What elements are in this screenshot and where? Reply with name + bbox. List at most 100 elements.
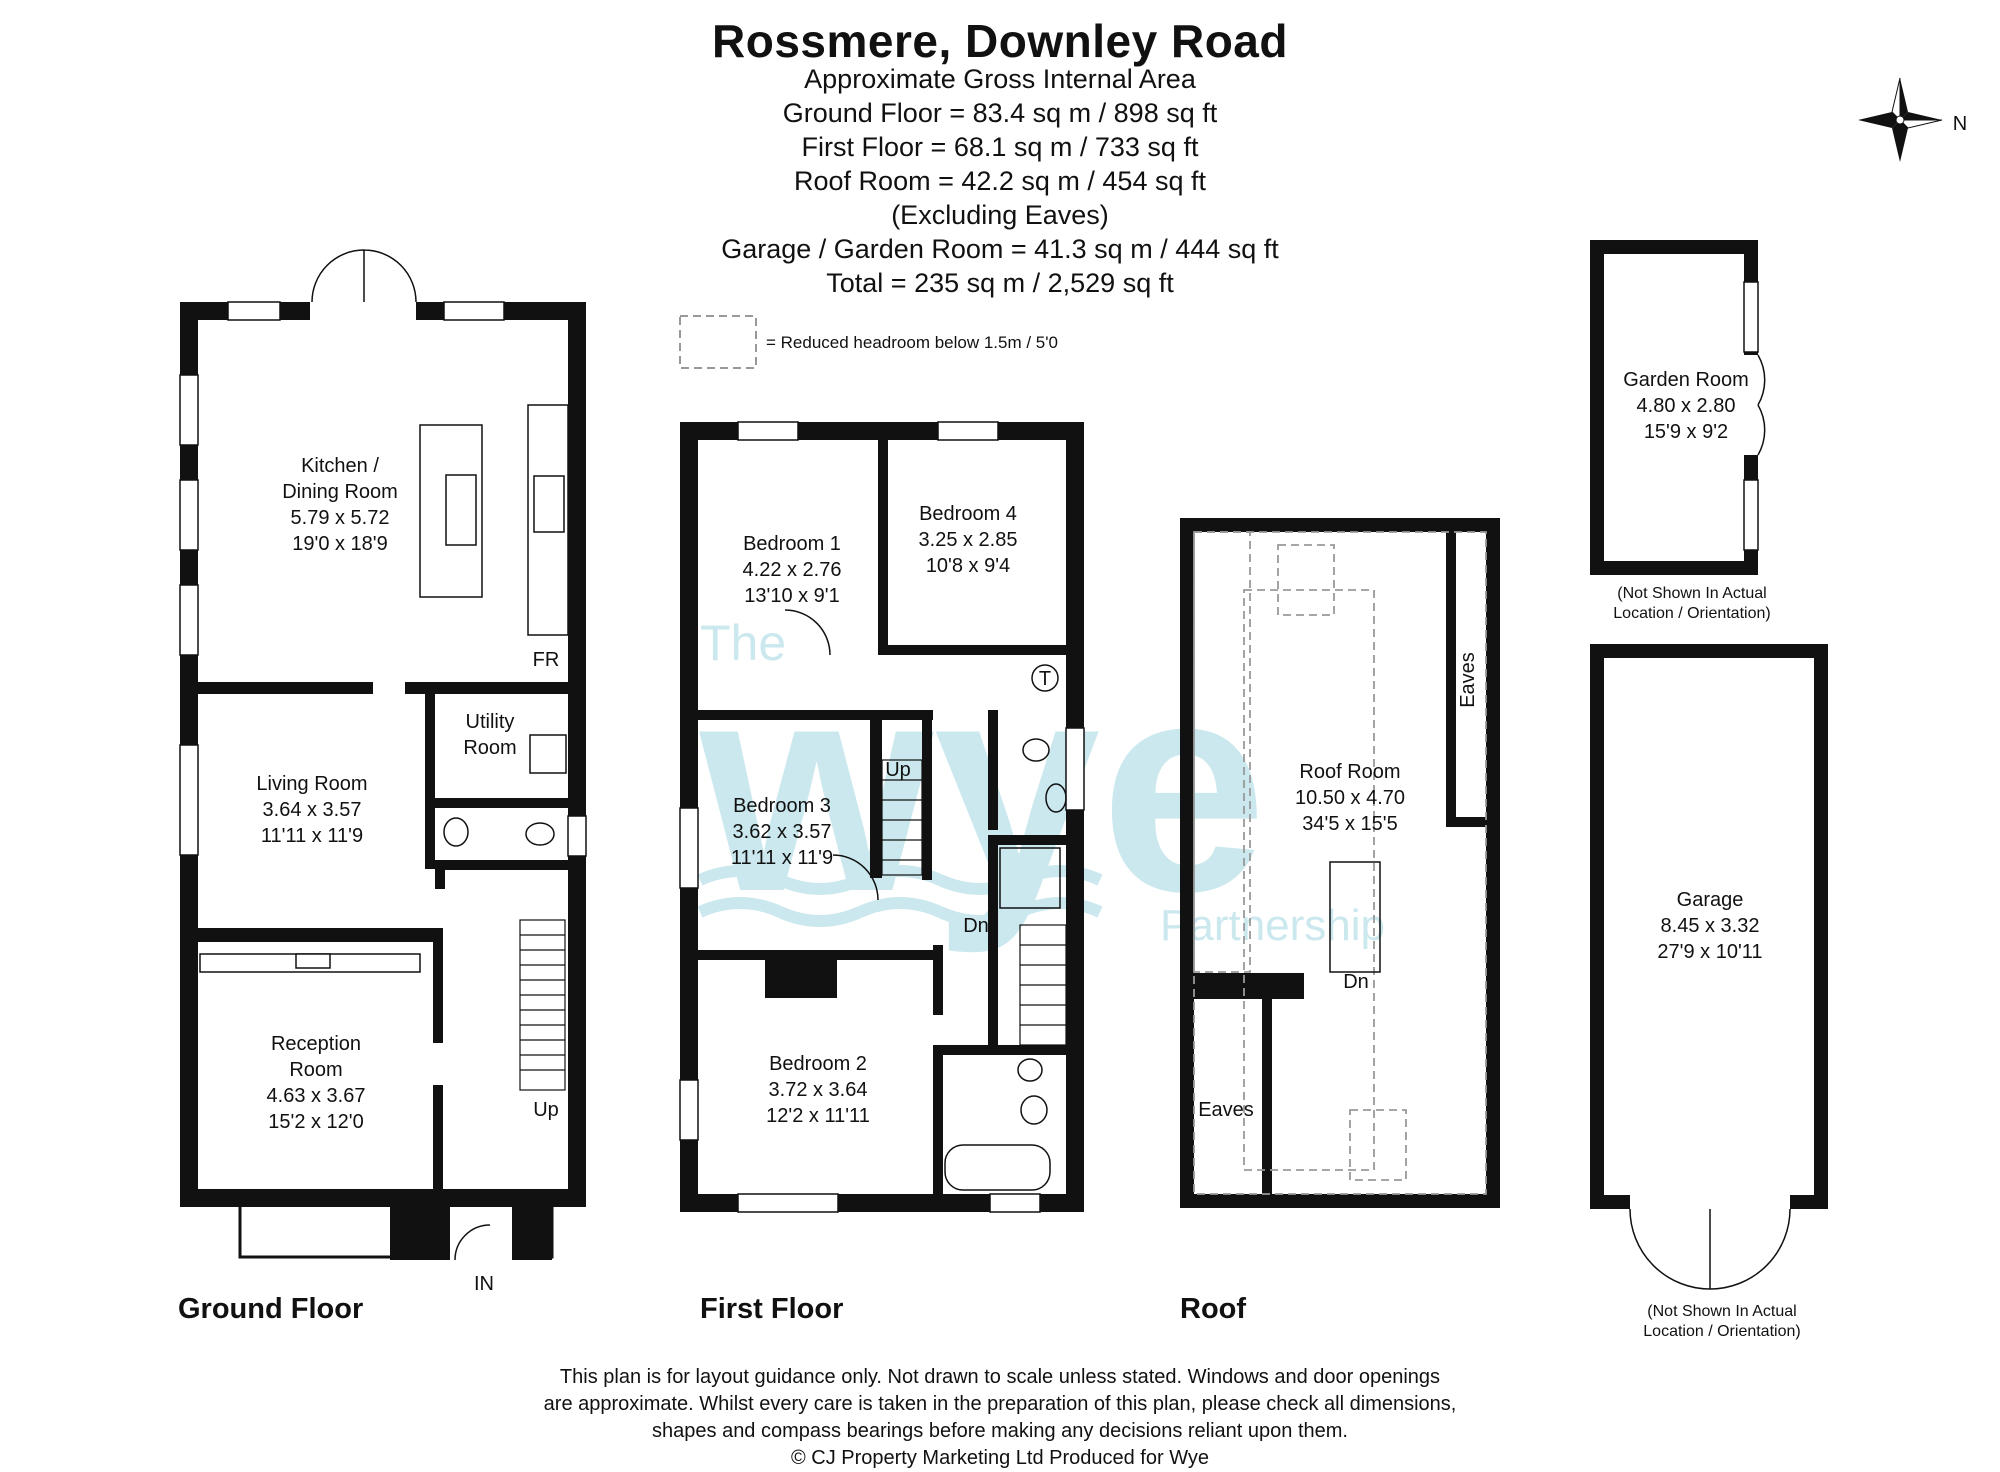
- garage-dimensions-imperial: 27'9 x 10'11: [1657, 941, 1762, 963]
- roof-room-dimensions-metric: 10.50 x 4.70: [1295, 787, 1405, 809]
- window: [989, 1193, 1041, 1213]
- door[interactable]: [832, 854, 879, 901]
- kitchen-island: [419, 424, 483, 598]
- utility-label: Room: [463, 737, 516, 759]
- window: [443, 301, 505, 321]
- window: [1743, 281, 1759, 353]
- roof-staircase: [1329, 861, 1381, 973]
- area-line: (Excluding Eaves): [891, 200, 1109, 230]
- bedroom1-label: Bedroom 1: [743, 533, 841, 555]
- roof-floor-label: Roof: [1180, 1293, 1246, 1325]
- garden-room-note: (Not Shown In Actual: [1617, 585, 1766, 602]
- svg-text:Partnership: Partnership: [1160, 901, 1385, 950]
- compass-north-label: N: [1953, 113, 1967, 135]
- toilet-icon: [1022, 738, 1050, 762]
- window: [1065, 727, 1085, 811]
- kitchen-label: Kitchen /: [301, 455, 379, 477]
- bath-icon: [944, 1144, 1051, 1191]
- bedroom3-label: Bedroom 3: [733, 795, 831, 817]
- entrance-label: IN: [474, 1273, 494, 1295]
- first-floor-label: First Floor: [700, 1293, 843, 1325]
- window: [679, 807, 699, 889]
- garage-plan: [1590, 644, 1828, 1209]
- plan-title: Rossmere, Downley Road: [712, 15, 1288, 67]
- basin-icon: [1045, 783, 1067, 813]
- disclaimer-line: shapes and compass bearings before makin…: [652, 1420, 1348, 1442]
- toilet-icon: [525, 822, 555, 846]
- fireplace-hearth: [295, 953, 331, 969]
- door-opening: [1742, 355, 1762, 455]
- garage-doors[interactable]: [1629, 1208, 1791, 1290]
- bedroom1-dimensions-imperial: 13'10 x 9'1: [744, 585, 840, 607]
- garage-note: Location / Orientation): [1643, 1323, 1800, 1340]
- shower-icon: [999, 847, 1061, 909]
- bedroom2-dimensions-metric: 3.72 x 3.64: [769, 1079, 868, 1101]
- utility-sink-icon: [529, 734, 567, 774]
- garden-room-dimensions-metric: 4.80 x 2.80: [1637, 395, 1736, 417]
- basin-icon: [443, 817, 469, 847]
- front-door[interactable]: [454, 1224, 491, 1261]
- area-line: Ground Floor = 83.4 sq m / 898 sq ft: [782, 98, 1218, 128]
- bedroom2-label: Bedroom 2: [769, 1053, 867, 1075]
- window: [679, 1079, 699, 1141]
- reduced-headroom-swatch: [679, 315, 757, 369]
- window: [179, 374, 199, 446]
- stairs-up-label: Up: [533, 1099, 559, 1121]
- door[interactable]: [784, 609, 831, 656]
- bedroom3-dimensions-metric: 3.62 x 3.57: [733, 821, 832, 843]
- utility-label: Utility: [466, 711, 515, 733]
- sink-icon: [445, 474, 477, 546]
- window: [227, 301, 281, 321]
- garage-label: Garage: [1677, 889, 1744, 911]
- window: [179, 744, 199, 856]
- window: [1743, 479, 1759, 551]
- bedroom4-label: Bedroom 4: [919, 503, 1017, 525]
- bedroom1-dimensions-metric: 4.22 x 2.76: [743, 559, 842, 581]
- kitchen-label: Dining Room: [282, 481, 398, 503]
- watermark-logo: The wye Partnership: [695, 615, 1385, 956]
- window: [937, 421, 999, 441]
- water-tank-icon: [1031, 664, 1059, 692]
- window: [567, 815, 587, 857]
- disclaimer-line: are approximate. Whilst every care is ta…: [543, 1393, 1457, 1415]
- garage-note: (Not Shown In Actual: [1647, 1303, 1796, 1320]
- staircase: [881, 759, 1067, 1046]
- fridge-label: FR: [533, 649, 560, 671]
- area-line: Garage / Garden Room = 41.3 sq m / 444 s…: [721, 234, 1279, 264]
- disclaimer: This plan is for layout guidance only. N…: [0, 1364, 2000, 1472]
- tank-label: T: [1039, 668, 1051, 690]
- reduced-headroom-area: [1193, 531, 1487, 1195]
- legend-text: = Reduced headroom below 1.5m / 5'0: [766, 333, 1058, 352]
- reception-label: Reception: [271, 1033, 361, 1055]
- kitchen-dimensions-imperial: 19'0 x 18'9: [292, 533, 388, 555]
- living-room-label: Living Room: [256, 773, 367, 795]
- staircase: [519, 919, 566, 1091]
- svg-text:wye: wye: [695, 618, 1267, 956]
- french-doors[interactable]: [311, 249, 417, 303]
- garage-dimensions-metric: 8.45 x 3.32: [1661, 915, 1760, 937]
- area-line: Roof Room = 42.2 sq m / 454 sq ft: [794, 166, 1206, 196]
- garden-room-label: Garden Room: [1623, 369, 1749, 391]
- french-doors[interactable]: [1757, 354, 1766, 456]
- roof-room-label: Roof Room: [1299, 761, 1400, 783]
- garden-room-dimensions-imperial: 15'9 x 9'2: [1644, 421, 1728, 443]
- svg-text:The: The: [700, 615, 786, 671]
- area-line: Approximate Gross Internal Area: [804, 64, 1196, 94]
- bedroom4-dimensions-imperial: 10'8 x 9'4: [926, 555, 1010, 577]
- window: [737, 1193, 839, 1213]
- bedroom3-dimensions-imperial: 11'11 x 11'9: [731, 847, 833, 869]
- window: [179, 584, 199, 656]
- toilet-icon: [1017, 1058, 1043, 1082]
- stairs-down-label: Dn: [963, 915, 989, 937]
- hob-icon: [533, 475, 565, 533]
- living-room-dimensions-imperial: 11'11 x 11'9: [261, 825, 363, 847]
- area-line: Total = 235 sq m / 2,529 sq ft: [826, 268, 1174, 298]
- garden-room-note: Location / Orientation): [1613, 605, 1770, 622]
- eaves-label: Eaves: [1198, 1099, 1254, 1121]
- reception-dimensions-imperial: 15'2 x 12'0: [268, 1111, 364, 1133]
- roof-room-dimensions-imperial: 34'5 x 15'5: [1302, 813, 1398, 835]
- eaves-label: Eaves: [1457, 652, 1479, 708]
- ground-floor-plan: [180, 302, 586, 1260]
- disclaimer-line: This plan is for layout guidance only. N…: [559, 1366, 1441, 1388]
